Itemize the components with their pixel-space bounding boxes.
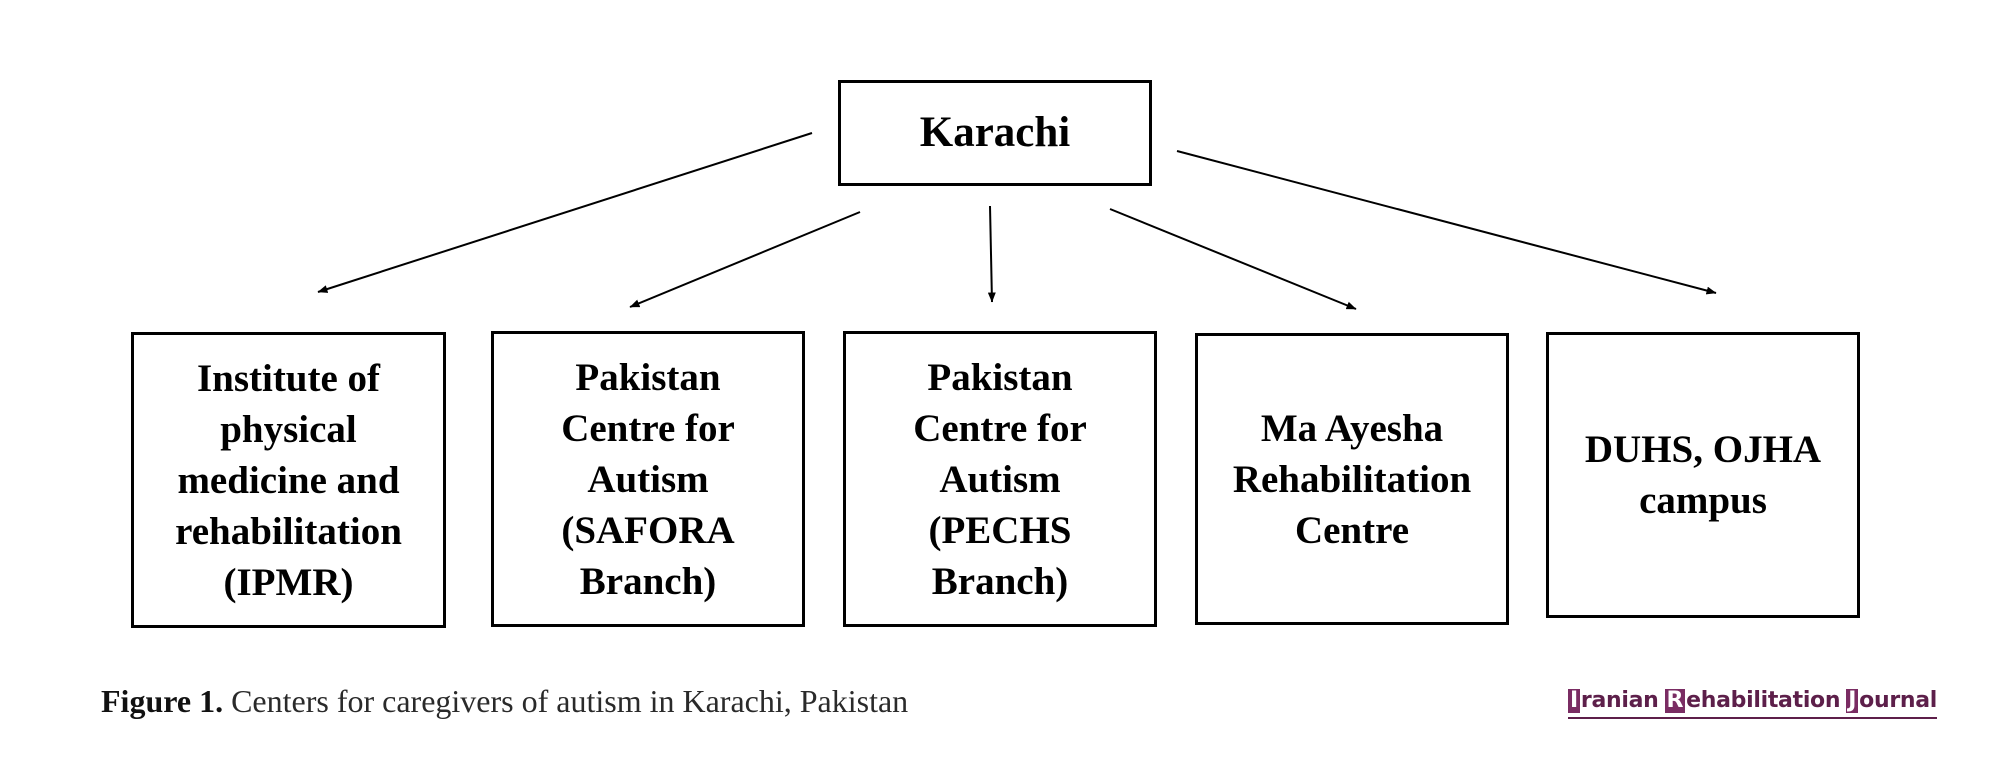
arrow-to-ma-ayesha	[1109, 208, 1357, 310]
child-node-duhs-ojha: DUHS, OJHA campus	[1546, 332, 1860, 618]
child-node-label: Pakistan Centre for Autism (SAFORA Branc…	[561, 355, 735, 603]
child-node-pca-safora: Pakistan Centre for Autism (SAFORA Branc…	[491, 331, 805, 627]
child-node-label: Ma Ayesha Rehabilitation Centre	[1232, 406, 1472, 552]
child-node-pca-pechs: Pakistan Centre for Autism (PECHS Branch…	[843, 331, 1157, 627]
arrow-to-safora	[629, 211, 861, 308]
child-node-ma-ayesha: Ma Ayesha Rehabilitation Centre	[1195, 333, 1509, 625]
arrow-to-ipmr	[317, 132, 813, 293]
child-node-label: Institute of physical medicine and rehab…	[175, 356, 402, 604]
child-node-ipmr: Institute of physical medicine and rehab…	[131, 332, 446, 628]
journal-logo-initial: I	[1568, 688, 1580, 713]
journal-logo-initial: R	[1664, 688, 1686, 713]
journal-logo-initial: J	[1846, 688, 1859, 713]
root-node-karachi: Karachi	[838, 80, 1152, 186]
journal-logo-word: ehabilitation	[1686, 688, 1841, 713]
figure-caption: Figure 1. Centers for caregivers of auti…	[101, 683, 908, 720]
child-node-label: Pakistan Centre for Autism (PECHS Branch…	[913, 355, 1087, 603]
child-node-label: DUHS, OJHA campus	[1584, 428, 1822, 522]
root-node-label: Karachi	[919, 109, 1071, 156]
figure-caption-label: Figure 1.	[101, 683, 224, 719]
figure-caption-text: Centers for caregivers of autism in Kara…	[231, 683, 909, 719]
journal-logo-word: ournal	[1859, 688, 1938, 713]
arrow-to-duhs	[1176, 150, 1717, 295]
journal-logo-word: ranian	[1580, 688, 1659, 713]
arrow-to-pechs	[987, 205, 996, 303]
